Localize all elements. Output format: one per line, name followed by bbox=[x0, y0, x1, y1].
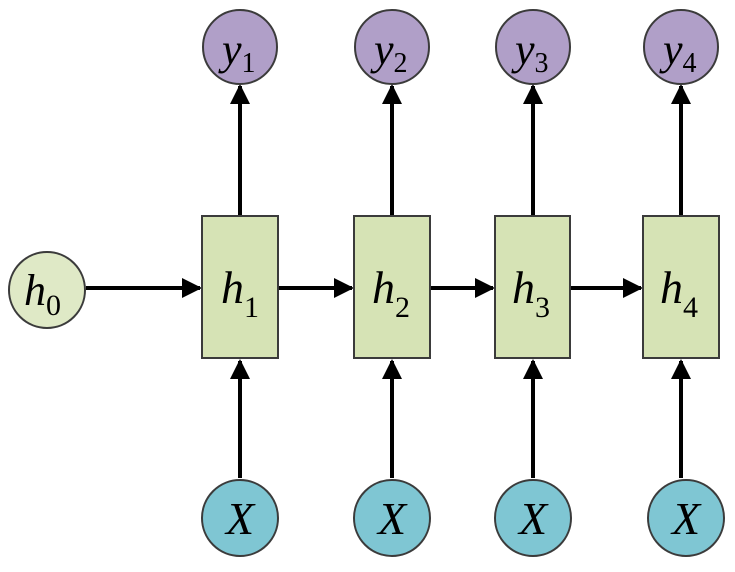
initial-state-symbol: h bbox=[24, 266, 46, 315]
input-node-1: X bbox=[201, 479, 279, 557]
hidden-symbol: h bbox=[512, 262, 535, 313]
input-node-2: X bbox=[353, 479, 431, 557]
svg-text:h2: h2 bbox=[372, 262, 410, 324]
initial-state-node: h0 bbox=[8, 251, 86, 329]
input-node-4: X bbox=[647, 479, 725, 557]
hidden-box-1: h1 bbox=[201, 215, 279, 359]
output-symbol: y bbox=[218, 25, 242, 74]
hidden-subscript: 1 bbox=[244, 291, 259, 324]
input-symbol: X bbox=[224, 493, 256, 544]
output-symbol: y bbox=[370, 25, 394, 74]
output-symbol: y bbox=[659, 25, 683, 74]
svg-text:y1: y1 bbox=[218, 25, 256, 79]
svg-text:h4: h4 bbox=[660, 262, 698, 324]
input-node-3: X bbox=[494, 479, 572, 557]
output-node-2: y2 bbox=[354, 9, 430, 85]
hidden-subscript: 4 bbox=[683, 291, 698, 324]
svg-text:h3: h3 bbox=[512, 262, 550, 324]
output-subscript: 1 bbox=[242, 48, 256, 79]
edges bbox=[86, 84, 691, 478]
svg-text:y4: y4 bbox=[659, 25, 697, 79]
output-symbol: y bbox=[511, 25, 535, 74]
hidden-box-3: h3 bbox=[494, 215, 571, 359]
input-symbol: X bbox=[517, 493, 549, 544]
hidden-box-4: h4 bbox=[642, 215, 720, 359]
output-node-3: y3 bbox=[495, 9, 571, 85]
hidden-subscript: 2 bbox=[395, 291, 410, 324]
input-symbol: X bbox=[376, 493, 408, 544]
output-node-1: y1 bbox=[202, 9, 278, 85]
svg-text:y3: y3 bbox=[511, 25, 549, 79]
hidden-symbol: h bbox=[221, 262, 244, 313]
output-node-4: y4 bbox=[643, 9, 719, 85]
hidden-symbol: h bbox=[372, 262, 395, 313]
initial-state-subscript: 0 bbox=[46, 289, 61, 322]
hidden-box-2: h2 bbox=[353, 215, 431, 359]
hidden-subscript: 3 bbox=[535, 291, 550, 324]
svg-text:h1: h1 bbox=[221, 262, 259, 324]
output-subscript: 4 bbox=[683, 48, 697, 79]
input-symbol: X bbox=[670, 493, 702, 544]
hidden-symbol: h bbox=[660, 262, 683, 313]
output-subscript: 3 bbox=[535, 48, 549, 79]
svg-text:h0: h0 bbox=[24, 266, 61, 322]
output-subscript: 2 bbox=[394, 48, 408, 79]
svg-text:y2: y2 bbox=[370, 25, 408, 79]
